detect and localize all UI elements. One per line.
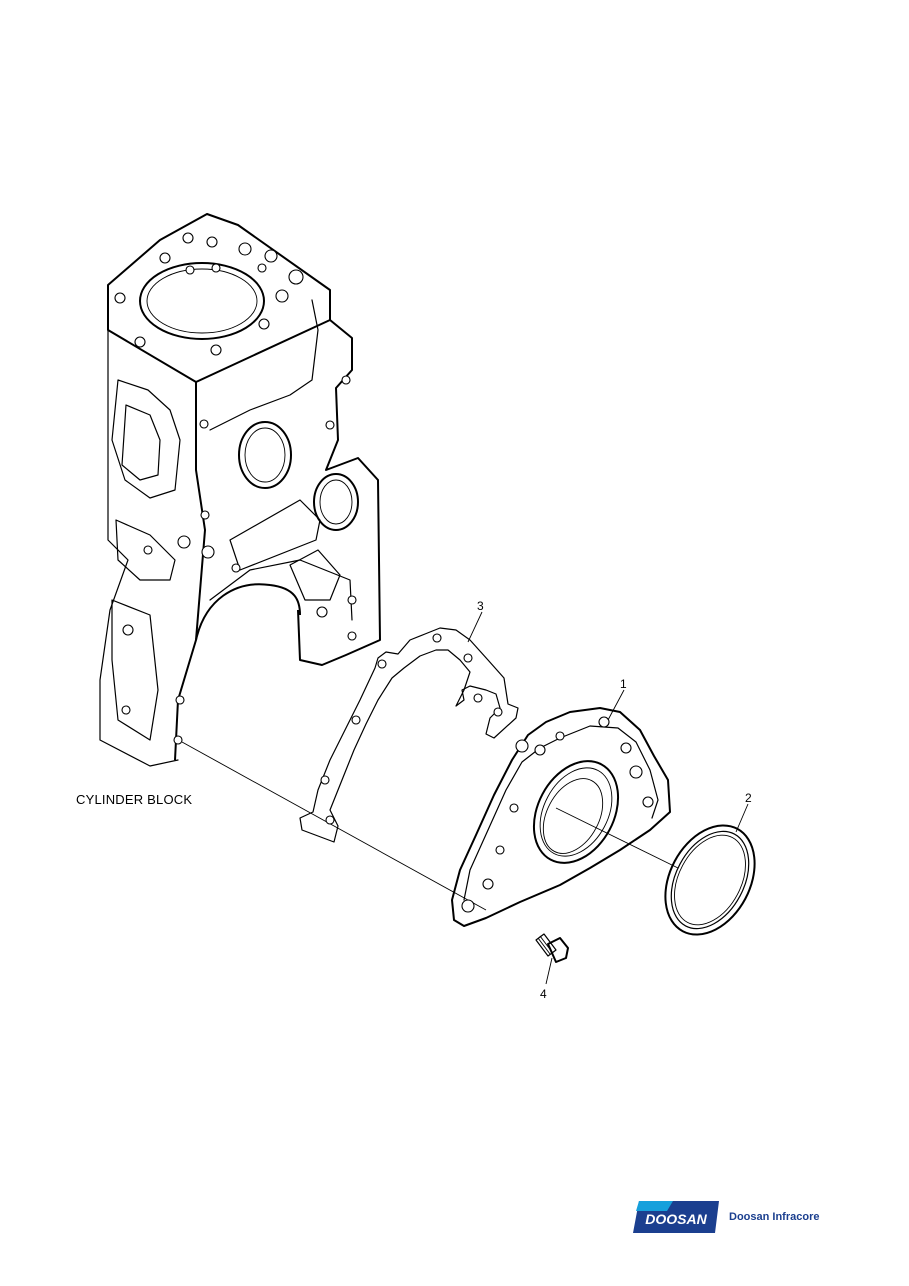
callout-3: 3 (477, 599, 484, 613)
callout-leaders (467, 611, 749, 985)
cylinder-block-drawing (99, 213, 381, 767)
doosan-logo-mark: DOOSAN (633, 1201, 719, 1233)
gasket-part-3 (299, 627, 519, 843)
callout-4: 4 (540, 987, 547, 1001)
cylinder-block-label: CYLINDER BLOCK (76, 792, 193, 807)
oil-seal-part-2 (664, 824, 756, 936)
alignment-lines (181, 741, 679, 911)
doosan-wordmark: DOOSAN (645, 1211, 707, 1227)
bolt-part-4 (535, 933, 569, 963)
doosan-logo: DOOSAN Doosan Infracore (633, 1201, 819, 1233)
company-name: Doosan Infracore (729, 1211, 820, 1223)
callout-2: 2 (745, 791, 752, 805)
oil-seal-housing-part-1 (451, 707, 671, 927)
callout-1: 1 (620, 677, 627, 691)
